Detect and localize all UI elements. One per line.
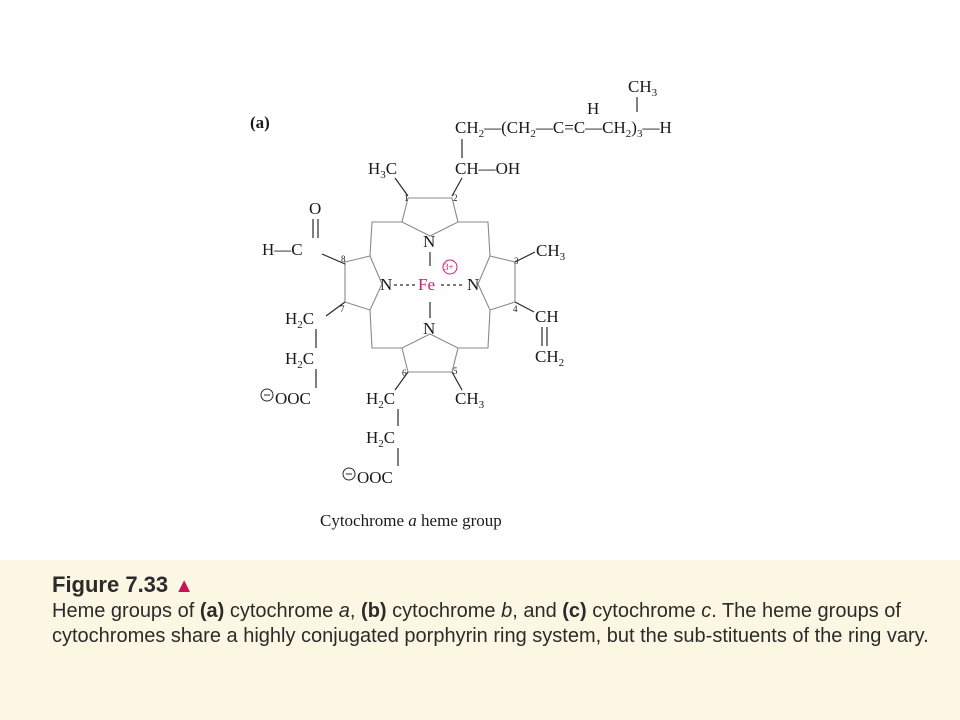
label-vinyl-h: H — [587, 99, 599, 118]
triangle-icon: ▲ — [174, 575, 195, 597]
position-1: 1 — [404, 193, 409, 203]
position-6: 6 — [402, 368, 407, 378]
figure-description: Heme groups of (a) cytochrome a, (b) cyt… — [52, 600, 929, 647]
pyrrole-ring-right — [477, 255, 516, 311]
figure-title: Figure 7.33 ▲ — [52, 572, 195, 597]
label-side-chain: CH2—(CH2—C=C—CH2)3—H — [455, 118, 672, 140]
label-h3c-top: H3C — [368, 159, 397, 181]
label-left-coo: OOC — [275, 389, 311, 408]
label-ch3-bottom: CH3 — [455, 389, 485, 411]
nitrogen-bottom: N — [423, 319, 435, 338]
label-formyl-o: O — [309, 199, 321, 218]
label-left-h2c-2: H2C — [285, 349, 314, 371]
nitrogen-right: N — [467, 275, 479, 294]
panel-label: (a) — [250, 113, 270, 132]
label-ch-oh: CH—OH — [455, 159, 520, 178]
label-ch3-right: CH3 — [536, 241, 566, 263]
pyrrole-ring-bottom — [401, 333, 459, 373]
label-vinyl-ch: CH — [535, 307, 559, 326]
position-8: 8 — [341, 254, 346, 264]
label-left-h2c-1: H2C — [285, 309, 314, 331]
pyrrole-ring-left — [344, 255, 383, 311]
label-ch3-top: CH3 — [628, 77, 658, 99]
iron-charge: 3+ — [444, 262, 454, 272]
heme-structure-diagram: (a) CH3 H CH2—(CH2—C=C—CH2)3—H CH—OH H3C… — [250, 77, 672, 530]
nitrogen-left: N — [380, 275, 392, 294]
label-vinyl-ch2: CH2 — [535, 347, 564, 369]
pyrrole-ring-top — [401, 197, 459, 237]
diagram-area: (a) CH3 H CH2—(CH2—C=C—CH2)3—H CH—OH H3C… — [250, 77, 672, 530]
position-5: 5 — [453, 366, 458, 376]
iron-charge-circle — [442, 259, 458, 275]
position-7: 7 — [340, 304, 345, 314]
label-bottom-h2c-1: H2C — [366, 389, 395, 411]
position-2: 2 — [453, 193, 458, 203]
diagram-caption: Cytochrome a heme group — [320, 511, 502, 530]
label-bottom-coo: OOC — [357, 468, 393, 487]
figure-caption-box — [0, 560, 960, 720]
label-formyl-hc: H—C — [262, 240, 303, 259]
iron-atom: Fe — [418, 275, 435, 294]
label-bottom-h2c-2: H2C — [366, 428, 395, 450]
position-4: 4 — [513, 304, 518, 314]
nitrogen-top: N — [423, 232, 435, 251]
